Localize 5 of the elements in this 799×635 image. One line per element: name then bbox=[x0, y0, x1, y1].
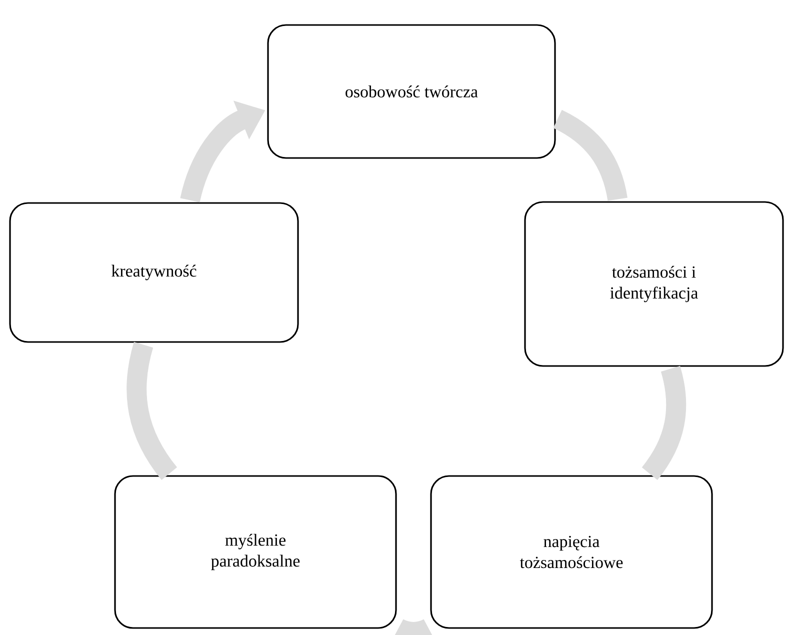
process-box: osobowość twórcza bbox=[267, 24, 556, 159]
process-box: myślenie paradoksalne bbox=[114, 475, 397, 629]
process-box: tożsamości i identyfikacja bbox=[524, 201, 784, 367]
process-box: kreatywność bbox=[9, 202, 299, 343]
process-box: napięcia tożsamościowe bbox=[430, 475, 713, 629]
